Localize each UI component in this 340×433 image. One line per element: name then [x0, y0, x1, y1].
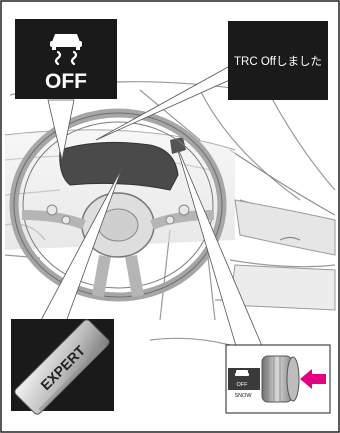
knob-snow-label: SNOW — [234, 393, 252, 399]
drive-mode-knob-callout: OFF SNOW — [226, 345, 330, 413]
trc-off-label: OFF — [45, 70, 87, 93]
knob-off-label: OFF — [237, 382, 249, 388]
trc-off-indicator-callout: OFF — [15, 19, 117, 99]
drive-mode-knob — [262, 356, 299, 402]
instrument-cluster — [60, 142, 178, 190]
expert-button-callout: EXPERT — [11, 318, 114, 416]
display-message-text: TRC Offしました — [234, 55, 322, 68]
stalk-car-skid-icon — [235, 370, 249, 376]
display-message-callout: TRC Offしました — [228, 21, 328, 100]
